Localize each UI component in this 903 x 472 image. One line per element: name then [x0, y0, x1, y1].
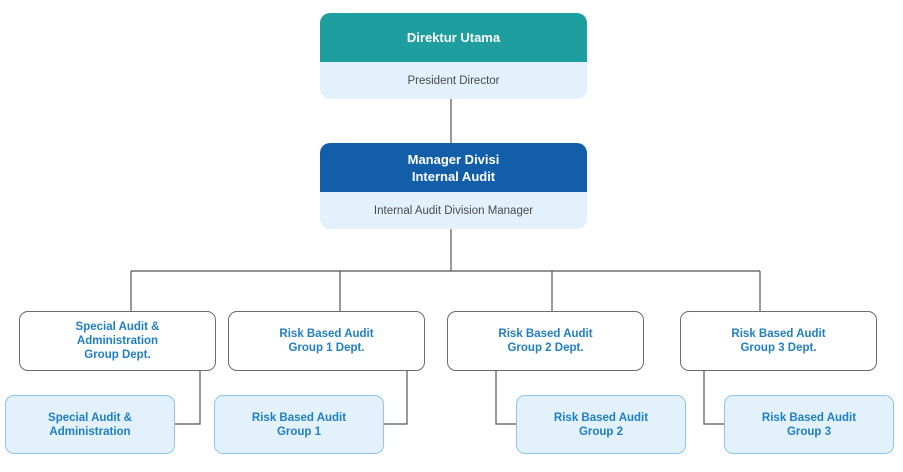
dept-risk-based-audit-group-2: Risk Based Audit Group 2 Dept. — [447, 311, 644, 371]
unit-risk-based-audit-group-2: Risk Based Audit Group 2 — [516, 395, 686, 454]
audit-division-manager-subtitle: Internal Audit Division Manager — [320, 192, 587, 229]
audit-division-manager-box: Manager Divisi Internal Audit Internal A… — [320, 143, 587, 229]
unit-risk-based-audit-group-1: Risk Based Audit Group 1 — [214, 395, 384, 454]
president-director-box: Direktur Utama President Director — [320, 13, 587, 99]
dept-risk-based-audit-group-1: Risk Based Audit Group 1 Dept. — [228, 311, 425, 371]
dept-special-audit-administration: Special Audit & Administration Group Dep… — [19, 311, 216, 371]
president-director-subtitle: President Director — [320, 62, 587, 99]
dept-risk-based-audit-group-3: Risk Based Audit Group 3 Dept. — [680, 311, 877, 371]
audit-division-manager-title: Manager Divisi Internal Audit — [320, 143, 587, 192]
unit-risk-based-audit-group-3: Risk Based Audit Group 3 — [724, 395, 894, 454]
president-director-title: Direktur Utama — [320, 13, 587, 62]
unit-special-audit-administration: Special Audit & Administration — [5, 395, 175, 454]
